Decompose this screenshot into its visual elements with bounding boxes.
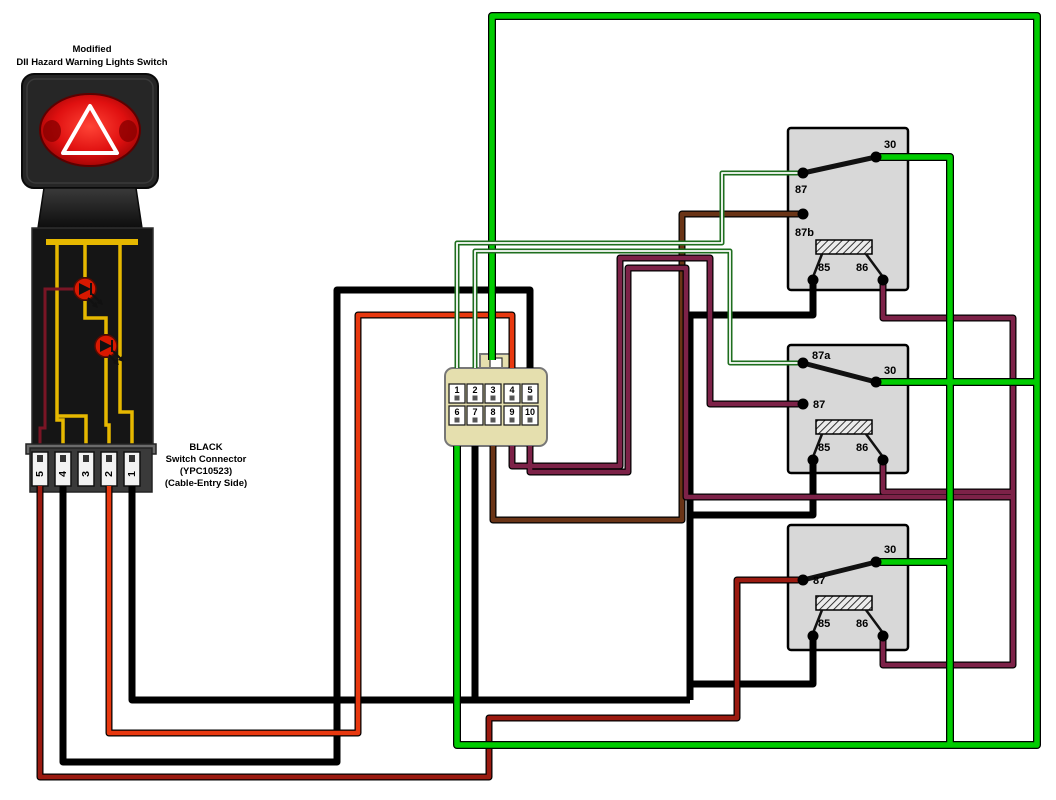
connector-label-line-1: BLACK (189, 442, 222, 453)
relay-1-pin-87-label: 87 (795, 184, 807, 196)
connector-pin-9: 9 (509, 407, 514, 417)
relay-3: 30 87 85 86 (786, 523, 910, 652)
relay-2-terminal-85 (807, 454, 819, 466)
main-connector: 1 2 3 4 5 6 7 8 9 10 (444, 353, 548, 447)
connector-pin-row-2: 6 7 8 9 10 (448, 405, 539, 426)
relay-3-terminal-86 (877, 630, 889, 642)
switch-pin-3-label: 3 (80, 471, 92, 477)
switch-pin-4-label: 4 (57, 471, 69, 477)
relay-1-arm (800, 154, 879, 176)
switch-internal-traces (46, 239, 138, 452)
led-2-icon (94, 334, 124, 365)
connector-label-line-4: (Cable-Entry Side) (165, 478, 247, 489)
switch-connector-label: BLACK Switch Connector (YPC10523) (Cable… (165, 442, 247, 489)
lens-shadow-right (119, 120, 137, 142)
diagram-title: Modified DII Hazard Warning Lights Switc… (16, 44, 167, 68)
title-line-2: DII Hazard Warning Lights Switch (16, 57, 167, 68)
relay-3-terminal-85 (807, 630, 819, 642)
hazard-triangle-icon (61, 104, 119, 155)
switch-pin-1-label: 1 (126, 471, 138, 477)
switch-internal-trace-red (38, 287, 74, 452)
connector-pin-4: 4 (509, 385, 514, 395)
switch-connector-pins: 5 4 3 2 1 (31, 451, 141, 487)
connector-pin-7: 7 (472, 407, 477, 417)
relay-2-pin-85-label: 85 (818, 442, 830, 454)
relay-3-coil (815, 595, 873, 611)
switch-pin-5-label: 5 (34, 471, 46, 477)
switch-rocker-base (37, 187, 143, 229)
relay-1-pin-85-label: 85 (818, 262, 830, 274)
connector-pin-3: 3 (490, 385, 495, 395)
connector-pin-2: 2 (472, 385, 477, 395)
connector-pin-5: 5 (527, 385, 532, 395)
relay-1-terminal-30 (870, 151, 882, 163)
relay-1-coil (815, 239, 873, 255)
relay-3-pin-30-label: 30 (884, 544, 896, 556)
hazard-button-bezel (26, 78, 154, 184)
switch-body (31, 227, 154, 451)
relay-1-terminal-85 (807, 274, 819, 286)
relay-3-terminal-30 (870, 556, 882, 568)
relay-3-pin-87-label: 87 (813, 575, 825, 587)
relay-1-pin-86-label: 86 (856, 262, 868, 274)
relay-3-arm (800, 559, 879, 583)
relay-2-pin-30-label: 30 (884, 365, 896, 377)
relay-1-pin-30-label: 30 (884, 139, 896, 151)
relay-terminals (797, 151, 889, 642)
relay-1-terminal-87b (797, 208, 809, 220)
hazard-switch-assembly: 5 4 3 2 1 (21, 73, 159, 493)
relay-1-terminal-87 (797, 167, 809, 179)
connector-label-line-3: (YPC10523) (180, 466, 232, 477)
relay-2-terminal-86 (877, 454, 889, 466)
relay-2-terminal-30 (870, 376, 882, 388)
connector-pin-8: 8 (490, 407, 495, 417)
relay-2-pin-86-label: 86 (856, 442, 868, 454)
connector-pin-1: 1 (454, 385, 459, 395)
relay-1: 30 87 87b 85 86 (786, 126, 910, 292)
connector-label-line-2: Switch Connector (166, 454, 247, 465)
relay-2-terminal-87 (797, 398, 809, 410)
switch-connector: 5 4 3 2 1 (25, 443, 157, 493)
switch-pin-2-label: 2 (103, 471, 115, 477)
title-line-1: Modified (72, 44, 111, 55)
connector-pin-10: 10 (525, 407, 535, 417)
relay-2-coil (815, 419, 873, 435)
relay-2-pin-87a-label: 87a (812, 350, 831, 362)
connector-pin-row-1: 1 2 3 4 5 (448, 383, 539, 404)
relay-2-terminal-87a (797, 357, 809, 369)
relay-3-pin-86-label: 86 (856, 618, 868, 630)
relay-2-pin-87-label: 87 (813, 399, 825, 411)
relay-3-terminal-87 (797, 574, 809, 586)
led-1-icon (73, 277, 103, 308)
lens-shadow-left (43, 120, 61, 142)
connector-pin-6: 6 (454, 407, 459, 417)
relay-1-terminal-86 (877, 274, 889, 286)
relay-2-arm (800, 360, 879, 385)
relay-3-pin-85-label: 85 (818, 618, 830, 630)
relay-1-pin-87b-label: 87b (795, 227, 814, 239)
